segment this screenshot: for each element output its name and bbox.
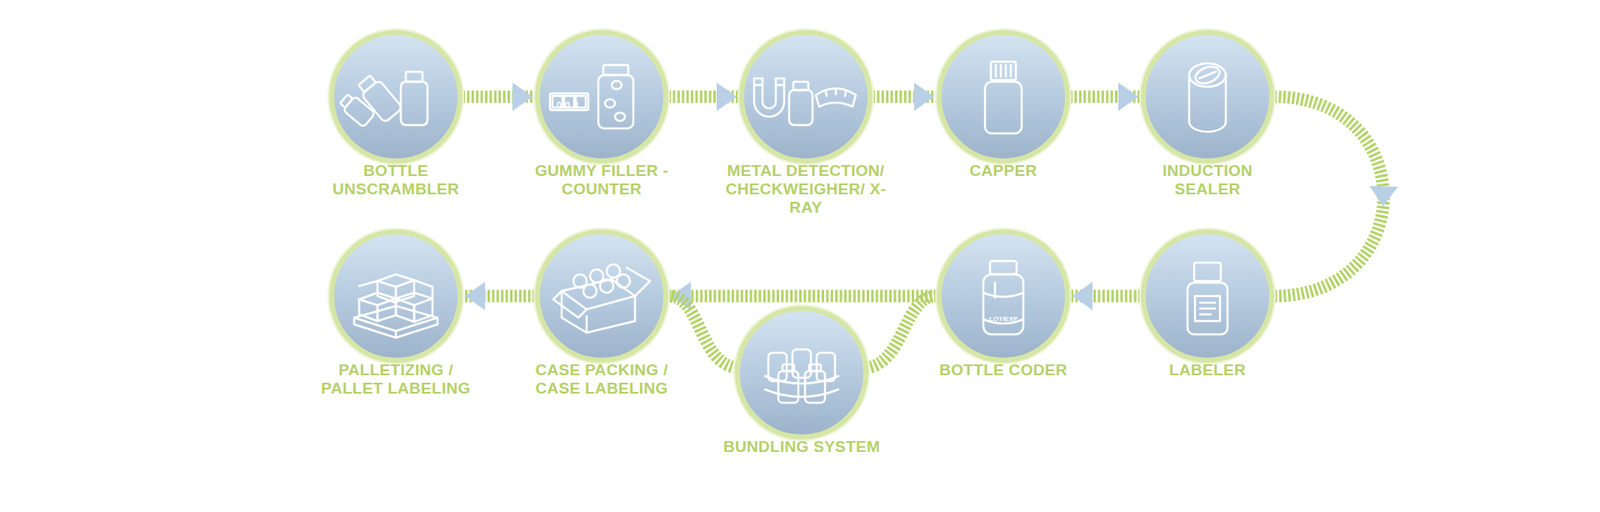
coder-icon bbox=[983, 260, 1024, 335]
unscrambler-station: BOTTLE UNSCRAMBLER bbox=[329, 30, 463, 164]
pallet-icon bbox=[354, 274, 438, 338]
flow-connector bbox=[872, 82, 937, 111]
labeler-station: LABELER bbox=[1140, 229, 1275, 363]
flow-connector bbox=[668, 295, 737, 368]
coder-station: BOTTLE CODER bbox=[936, 229, 1070, 363]
case-icon bbox=[553, 264, 650, 333]
station-label: CAPPER bbox=[932, 161, 1075, 180]
flow-connector bbox=[668, 82, 740, 111]
filler-icon bbox=[550, 65, 634, 129]
station-label: LABELER bbox=[1136, 360, 1279, 380]
bundling-station: BUNDLING SYSTEM bbox=[735, 305, 869, 440]
flow-connector bbox=[1070, 281, 1141, 310]
labeler-icon bbox=[1187, 262, 1228, 335]
inspection-station: METAL DETECTION/ CHECKWEIGHER/ X-RAY bbox=[739, 30, 873, 164]
bundle-icon bbox=[765, 349, 839, 403]
arrow-head bbox=[465, 281, 485, 310]
arrow-head bbox=[1118, 82, 1139, 111]
metal-detector-icon bbox=[754, 78, 856, 125]
station-label: BOTTLE UNSCRAMBLER bbox=[325, 161, 467, 199]
arrow-head bbox=[512, 82, 533, 111]
capper-icon bbox=[985, 61, 1022, 134]
striped-conveyor bbox=[866, 295, 937, 368]
palletizing-station: PALLETIZING / PALLET LABELING bbox=[329, 229, 463, 363]
station-label: INDUCTION SEALER bbox=[1145, 161, 1270, 199]
flow-connector bbox=[866, 295, 937, 368]
capper-station: CAPPER bbox=[936, 30, 1070, 164]
flow-connector bbox=[1274, 96, 1398, 296]
flow-connector bbox=[462, 281, 535, 310]
striped-conveyor bbox=[668, 295, 737, 368]
station-label: PALLETIZING / PALLET LABELING bbox=[308, 360, 484, 398]
station-label: BUNDLING SYSTEM bbox=[693, 437, 910, 456]
sealer-station: INDUCTION SEALER bbox=[1140, 30, 1275, 164]
arrow-head bbox=[1369, 185, 1398, 207]
arrow-head bbox=[716, 82, 737, 111]
case-packing-station: CASE PACKING / CASE LABELING bbox=[535, 229, 669, 363]
station-label: CASE PACKING / CASE LABELING bbox=[522, 360, 681, 398]
flow-connector bbox=[462, 82, 535, 111]
station-label: METAL DETECTION/ CHECKWEIGHER/ X-RAY bbox=[722, 161, 890, 217]
arrow-head bbox=[914, 82, 935, 111]
filler-station: GUMMY FILLER - COUNTER bbox=[535, 30, 669, 164]
flow-connector bbox=[1070, 82, 1141, 111]
arrow-head bbox=[1072, 281, 1093, 310]
counter-digits: 003 bbox=[556, 100, 582, 110]
striped-conveyor bbox=[1274, 96, 1384, 296]
unscrambler-icon bbox=[338, 71, 428, 128]
striped-conveyor bbox=[668, 290, 937, 303]
station-label: BOTTLE CODER bbox=[920, 360, 1087, 380]
sealer-icon bbox=[1189, 63, 1226, 132]
lot-code-text: LOT/EXP bbox=[989, 315, 1018, 323]
station-label: GUMMY FILLER - COUNTER bbox=[518, 161, 685, 199]
